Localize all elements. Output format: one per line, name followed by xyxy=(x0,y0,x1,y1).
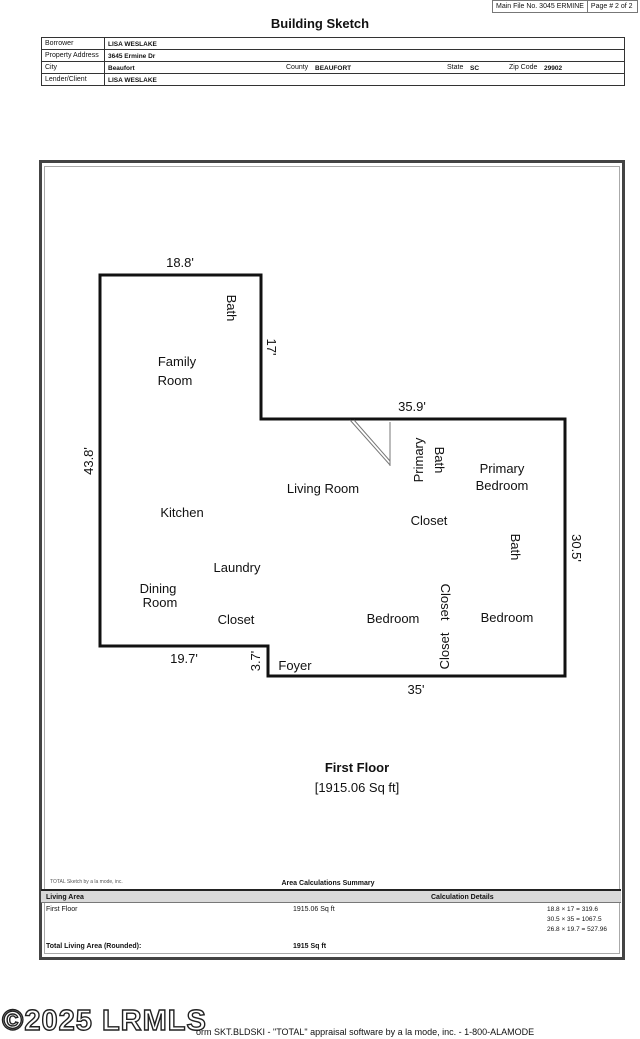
city-label: City xyxy=(45,64,58,71)
document-title: Building Sketch xyxy=(270,16,370,31)
sketch-inner-border xyxy=(44,166,620,954)
dim-bottom: 35' xyxy=(408,682,425,697)
dim-step: 3.7' xyxy=(248,651,263,672)
city-row: City Beaufort County BEAUFORT State SC Z… xyxy=(42,62,624,74)
file-number-box: Main File No. 3045 ERMINE Page # 2 of 2 xyxy=(492,0,638,13)
room-closet-left: Closet xyxy=(218,612,255,627)
stair-line xyxy=(349,419,391,466)
address-row: Property Address 3645 Ermine Dr xyxy=(42,50,624,62)
floor-title: First Floor xyxy=(324,760,390,775)
borrower-label: Borrower xyxy=(45,40,74,47)
room-closet-mid: Closet xyxy=(411,513,448,528)
room-primary-bath-1: Primary xyxy=(411,437,426,482)
floor-area: [1915.06 Sq ft] xyxy=(314,780,400,795)
address-value: 3645 Ermine Dr xyxy=(108,53,156,60)
row-first-floor-value: 1915.06 Sq ft xyxy=(293,906,335,913)
summary-title: Area Calculations Summary xyxy=(281,880,375,887)
county-label: County xyxy=(286,64,309,71)
property-header-table: Borrower LISA WESLAKE Property Address 3… xyxy=(41,37,625,86)
sketch-credit: TOTAL Sketch by a la mode, inc. xyxy=(50,879,123,885)
lender-label: Lender/Client xyxy=(45,76,87,83)
calc-line-1: 18.8 × 17 = 319.6 xyxy=(547,906,598,913)
room-primary-bedroom-1: Primary xyxy=(480,461,525,476)
room-closet-vert: Closet xyxy=(438,584,453,621)
room-bedroom-mid: Bedroom xyxy=(367,611,420,626)
dim-upper-right: 17' xyxy=(264,339,279,356)
room-bedroom-right: Bedroom xyxy=(481,610,534,625)
col-calculation-details: Calculation Details xyxy=(431,894,494,901)
room-foyer: Foyer xyxy=(278,658,312,673)
city-value: Beaufort xyxy=(108,65,135,72)
dim-left: 43.8' xyxy=(81,447,96,475)
state-label: State xyxy=(447,64,464,71)
address-label: Property Address xyxy=(45,52,99,59)
county-value: BEAUFORT xyxy=(315,65,352,72)
lender-value: LISA WESLAKE xyxy=(108,77,157,84)
floor-plan-outline xyxy=(98,273,567,678)
room-primary-bath-2: Bath xyxy=(432,447,447,474)
sketch-frame xyxy=(39,160,625,960)
summary-header-row: Living Area Calculation Details xyxy=(41,891,621,903)
footer-text: orm SKT.BLDSKI - "TOTAL" appraisal softw… xyxy=(196,1027,535,1037)
file-number: Main File No. 3045 ERMINE xyxy=(496,3,584,10)
area-summary-table: Living Area Calculation Details First Fl… xyxy=(41,889,621,953)
dim-mid-top: 35.9' xyxy=(398,399,426,414)
zip-label: Zip Code xyxy=(509,64,538,71)
room-dining-room: Room xyxy=(143,595,178,610)
row-first-floor-label: First Floor xyxy=(46,906,78,913)
room-kitchen: Kitchen xyxy=(160,505,203,520)
room-primary-bedroom-2: Bedroom xyxy=(476,478,529,493)
zip-value: 29902 xyxy=(544,65,563,72)
room-family: Family xyxy=(158,354,197,369)
borrower-value: LISA WESLAKE xyxy=(108,41,157,48)
total-value: 1915 Sq ft xyxy=(293,943,327,950)
room-bath-top: Bath xyxy=(224,295,239,322)
room-laundry: Laundry xyxy=(214,560,261,575)
room-family-room: Room xyxy=(158,373,193,388)
dim-top: 18.8' xyxy=(166,255,194,270)
state-value: SC xyxy=(470,65,480,72)
calc-line-2: 30.5 × 35 = 1067.5 xyxy=(547,916,602,923)
room-dining: Dining xyxy=(140,581,177,596)
watermark-logo: ©2025 LRMLS xyxy=(1,1004,207,1037)
dim-right: 30.5' xyxy=(569,534,584,562)
borrower-row: Borrower LISA WESLAKE xyxy=(42,38,624,50)
room-closet-vert2: Closet xyxy=(437,632,452,669)
calc-line-3: 26.8 × 19.7 = 527.96 xyxy=(547,926,607,933)
room-living: Living Room xyxy=(287,481,359,496)
page-number: Page # 2 of 2 xyxy=(586,1,636,12)
total-label: Total Living Area (Rounded): xyxy=(46,943,142,950)
col-living-area: Living Area xyxy=(46,894,84,901)
dim-bottom-left: 19.7' xyxy=(170,651,198,666)
room-bath-right: Bath xyxy=(508,534,523,561)
lender-row: Lender/Client LISA WESLAKE xyxy=(42,74,624,86)
